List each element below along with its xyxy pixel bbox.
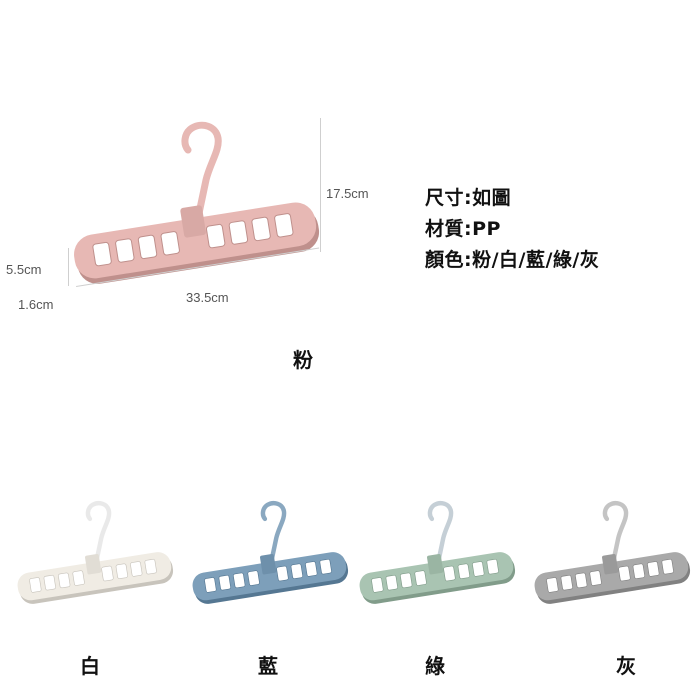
hanger-hole [247,570,260,586]
hanger-center-clip [602,553,619,575]
hanger-blue-image [192,500,349,604]
hanger-hole [29,577,42,593]
thickness-dimension-label: 1.6cm [18,297,54,312]
depth-dimension-line [68,248,69,286]
spec-colors: 顏色:粉/白/藍/綠/灰 [425,249,600,271]
hanger-hole [144,558,157,575]
hanger-hole [228,220,249,245]
hanger-hole [274,213,294,238]
hanger-hole [218,574,231,591]
hanger-hole [290,563,304,579]
hanger-hole [319,558,332,575]
hanger-hole [137,234,158,260]
hanger-hole [546,577,559,593]
variant-label-gray: 灰 [616,654,636,678]
hook-icon [181,121,222,222]
hanger-center-clip [85,553,102,575]
hanger-hole [472,561,485,577]
hanger-pink-image [74,121,320,284]
hanger-hole [233,572,246,589]
hanger-hole [101,565,114,582]
hanger-hole [92,241,112,267]
hanger-hole [305,561,318,577]
hanger-hole [486,558,499,575]
hanger-hole [575,572,588,589]
hanger-hole [251,216,271,242]
hook-icon [427,500,454,565]
spec-material: 材質:PP [425,218,501,240]
main-color-label: 粉 [293,348,313,372]
hanger-hole [457,563,471,579]
hanger-hole [371,577,384,593]
hanger-hole [115,563,129,579]
hanger-white-image [17,500,174,604]
hanger-hole [72,570,85,586]
hanger-hole [160,231,180,256]
hanger-hole [400,572,413,589]
hanger-center-clip [260,553,277,575]
hanger-hole [647,561,660,577]
height-dimension-label: 17.5cm [326,186,369,201]
hanger-hole [204,577,217,593]
hanger-hole [130,561,143,577]
hook-icon [602,500,629,565]
hanger-hole [560,574,573,591]
hanger-hole [276,565,289,582]
spec-size: 尺寸:如圖 [425,187,512,209]
height-dimension-line [320,118,321,252]
variant-label-white: 白 [80,654,100,678]
hanger-hole [385,574,398,591]
depth-dimension-label: 5.5cm [6,262,42,277]
hook-icon [260,500,287,565]
hanger-hole [589,570,602,586]
hanger-gray-image [534,500,691,604]
width-dimension-label: 33.5cm [186,290,229,305]
hanger-hole [443,565,456,582]
variant-label-blue: 藍 [258,654,278,678]
hanger-hole [618,565,631,582]
hanger-hole [205,223,226,249]
hanger-hole [661,558,674,575]
hanger-hole [414,570,427,586]
hanger-center-clip [180,205,206,238]
hanger-hole [43,574,56,591]
hanger-hole [632,563,646,579]
hanger-center-clip [427,553,444,575]
hanger-hole [115,238,135,263]
variant-label-green: 綠 [425,654,445,678]
hook-icon [85,500,112,565]
hanger-green-image [359,500,516,604]
hanger-hole [58,572,71,589]
